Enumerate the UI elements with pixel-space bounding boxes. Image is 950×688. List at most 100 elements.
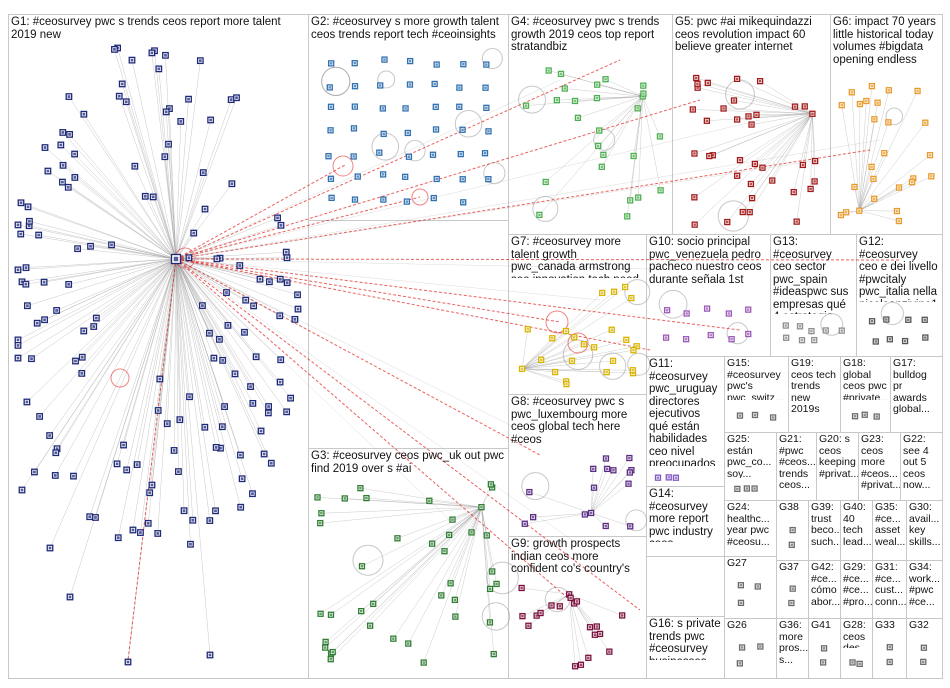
edge-g1-23 bbox=[145, 196, 177, 260]
node-g8-7-fill bbox=[523, 522, 527, 525]
edge-g6-24 bbox=[859, 187, 900, 211]
node-g18-0-fill bbox=[853, 415, 857, 418]
edge-g3-35 bbox=[360, 487, 482, 508]
node-g9-16-fill bbox=[608, 650, 611, 653]
node-g1-49-fill bbox=[89, 244, 92, 248]
node-g2-34-fill bbox=[483, 151, 487, 155]
edge-g3-17 bbox=[452, 506, 482, 520]
node-g11-0-fill bbox=[656, 476, 660, 479]
node-g13-4-fill bbox=[840, 329, 844, 332]
node-g6-16-fill bbox=[858, 102, 862, 106]
node-g2-18-fill bbox=[434, 105, 438, 109]
node-g1-127-fill bbox=[80, 355, 84, 359]
self-loop-g10-0 bbox=[658, 289, 688, 319]
node-g3-27-fill bbox=[488, 587, 492, 591]
node-g5-10-fill bbox=[749, 182, 753, 186]
edge-g1-112 bbox=[175, 258, 223, 427]
self-loop-g12-0 bbox=[880, 301, 904, 326]
node-g2-13-fill bbox=[484, 86, 487, 89]
node-g1-148-fill bbox=[130, 58, 134, 62]
edge-g4-19 bbox=[564, 88, 643, 97]
edge-g1-37 bbox=[175, 258, 299, 310]
node-g10-4-fill bbox=[746, 308, 750, 311]
edge-g1-68 bbox=[27, 258, 177, 306]
node-g13-7-fill bbox=[813, 338, 816, 342]
edge-g7-10 bbox=[521, 339, 627, 370]
node-g2-23-fill bbox=[382, 132, 385, 136]
edge-g1-96 bbox=[175, 258, 191, 545]
node-g2-37-fill bbox=[381, 173, 385, 176]
node-g5-29-fill bbox=[761, 166, 764, 169]
edge-g5-29 bbox=[762, 113, 813, 168]
node-g1-77-fill bbox=[25, 400, 29, 404]
edge-g1-148 bbox=[131, 60, 177, 260]
node-g1-56-fill bbox=[74, 359, 77, 363]
node-g4-21-fill bbox=[524, 104, 528, 107]
node-g6-3-fill bbox=[853, 185, 856, 189]
node-g2-30-fill bbox=[378, 151, 381, 154]
edge-g1-36 bbox=[119, 96, 177, 260]
node-g1-121-fill bbox=[279, 223, 283, 227]
node-g1-64-fill bbox=[249, 385, 252, 388]
edge-g1-25 bbox=[175, 258, 229, 326]
node-g7-5-fill bbox=[526, 327, 530, 331]
node-g5-34-fill bbox=[813, 180, 816, 183]
node-g26-1-fill bbox=[759, 645, 762, 648]
edge-g1-143 bbox=[89, 258, 177, 517]
node-g1-135-fill bbox=[178, 418, 182, 422]
node-g1-95-fill bbox=[278, 314, 282, 318]
node-g1-59-fill bbox=[203, 425, 207, 429]
node-g2-20-fill bbox=[485, 106, 488, 110]
self-loop-g6-0 bbox=[885, 107, 904, 126]
edge-g1-87 bbox=[173, 258, 177, 451]
node-g3-5-fill bbox=[329, 613, 333, 617]
node-g9-0-fill bbox=[567, 593, 571, 596]
edge-g1-74 bbox=[126, 258, 177, 470]
node-g1-112-fill bbox=[220, 425, 224, 429]
edge-g1-8 bbox=[81, 258, 177, 374]
node-g12-2-fill bbox=[907, 318, 910, 322]
node-g7-13-fill bbox=[630, 296, 633, 300]
node-g1-79-fill bbox=[26, 205, 30, 209]
node-g1-69-fill bbox=[258, 277, 262, 281]
node-g1-34-fill bbox=[223, 405, 226, 408]
node-g1-26-fill bbox=[279, 358, 283, 362]
edge-g5-1 bbox=[694, 113, 813, 225]
node-g10-2-fill bbox=[705, 307, 709, 310]
node-g7-16-fill bbox=[570, 359, 574, 363]
self-loop-g7-2 bbox=[627, 352, 651, 376]
edge-g4-13 bbox=[577, 96, 643, 119]
node-g1-94-fill bbox=[146, 521, 150, 525]
node-g7-10-fill bbox=[625, 338, 628, 342]
node-g2-9-fill bbox=[378, 84, 382, 87]
node-g1-1-fill bbox=[229, 98, 233, 102]
node-g1-116-fill bbox=[150, 483, 154, 487]
edge-g1-129 bbox=[56, 258, 177, 311]
edge-g8-5 bbox=[590, 468, 594, 513]
node-g1-85-fill bbox=[156, 409, 160, 412]
edge-g6-2 bbox=[859, 100, 867, 211]
node-g5-8-fill bbox=[803, 105, 806, 108]
node-g3-0-fill bbox=[480, 505, 483, 509]
node-g27-2-fill bbox=[739, 601, 743, 605]
edge-g8-7 bbox=[524, 512, 592, 524]
group-box-g21 bbox=[776, 432, 817, 501]
node-g1-91-fill bbox=[150, 51, 154, 55]
node-g1-6-fill bbox=[239, 453, 242, 457]
node-g1-61-fill bbox=[208, 331, 211, 335]
edge-g1-135 bbox=[175, 258, 181, 420]
self-loop-g2-red2 bbox=[411, 188, 429, 206]
node-g1-4-fill bbox=[16, 223, 20, 227]
node-g13-6-fill bbox=[800, 338, 804, 342]
node-g7-9-fill bbox=[582, 342, 586, 346]
node-g25-0-fill bbox=[736, 487, 739, 491]
node-g6-15-fill bbox=[887, 121, 890, 124]
edge-g8-9 bbox=[590, 458, 607, 514]
node-g8-9-fill bbox=[604, 457, 608, 460]
self-loop-g7-red2 bbox=[567, 332, 589, 354]
edge-g5-5 bbox=[694, 113, 813, 154]
edge-hub-highlight-11 bbox=[175, 258, 901, 261]
edge-g3-6 bbox=[369, 506, 482, 626]
edge-g5-30 bbox=[749, 113, 813, 213]
node-g1-21-fill bbox=[116, 536, 120, 540]
